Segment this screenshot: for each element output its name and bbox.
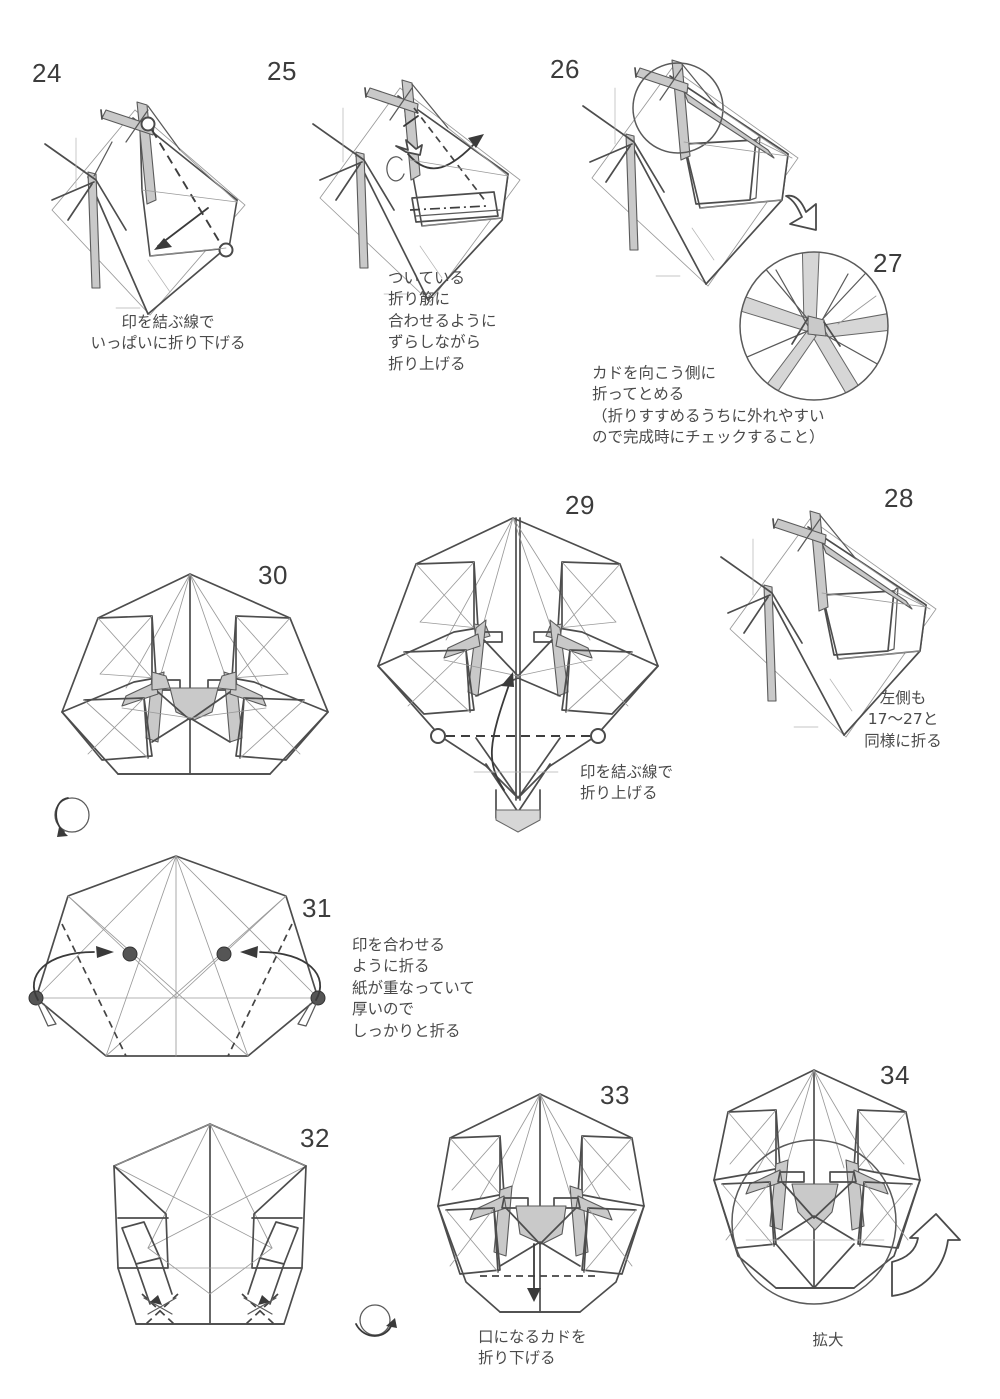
turn-over-arrow-30: [44, 788, 100, 846]
figure-26: [560, 58, 840, 308]
zoom-arrow-26-to-27: [780, 190, 840, 240]
figure-34: [702, 1062, 992, 1332]
step-number-32: 32: [300, 1123, 330, 1153]
step-number-26: 26: [550, 54, 580, 84]
figure-30: [40, 560, 350, 810]
step-number-30: 30: [258, 560, 288, 590]
caption-31: 印を合わせる ように折る 紙が重なっていて 厚いので しっかりと折る: [352, 936, 475, 1040]
figure-32: [88, 1118, 338, 1348]
step-number-29: 29: [565, 490, 595, 520]
figure-28: [700, 505, 970, 755]
step-number-33: 33: [600, 1080, 630, 1110]
step-number-27: 27: [873, 248, 903, 278]
figure-31: [18, 848, 338, 1068]
caption-25: ついている 折り筋に 合わせるように ずらしながら 折り上げる: [388, 269, 497, 373]
figure-29: [358, 500, 678, 840]
figure-33: [422, 1086, 682, 1326]
caption-27: カドを向こう側に 折ってとめる （折りすすめるうちに外れやすい ので完成時にチェ…: [592, 364, 825, 447]
figure-25: [280, 70, 550, 320]
rotate-arrow-32: [348, 1298, 402, 1352]
step-number-31: 31: [302, 893, 332, 923]
step-number-24: 24: [32, 58, 62, 88]
figure-27: [728, 240, 903, 415]
caption-24: 印を結ぶ線で いっぱいに折り下げる: [90, 313, 246, 353]
caption-33: 口になるカドを 折り下げる: [478, 1328, 587, 1368]
step-number-34: 34: [880, 1060, 910, 1090]
figure-24: [30, 80, 290, 330]
caption-29: 印を結ぶ線で 折り上げる: [580, 763, 674, 803]
step-number-25: 25: [267, 56, 297, 86]
step-number-28: 28: [884, 483, 914, 513]
caption-28: 左側も 17〜27と 同様に折る: [864, 689, 942, 750]
caption-34: 拡大: [812, 1331, 844, 1349]
